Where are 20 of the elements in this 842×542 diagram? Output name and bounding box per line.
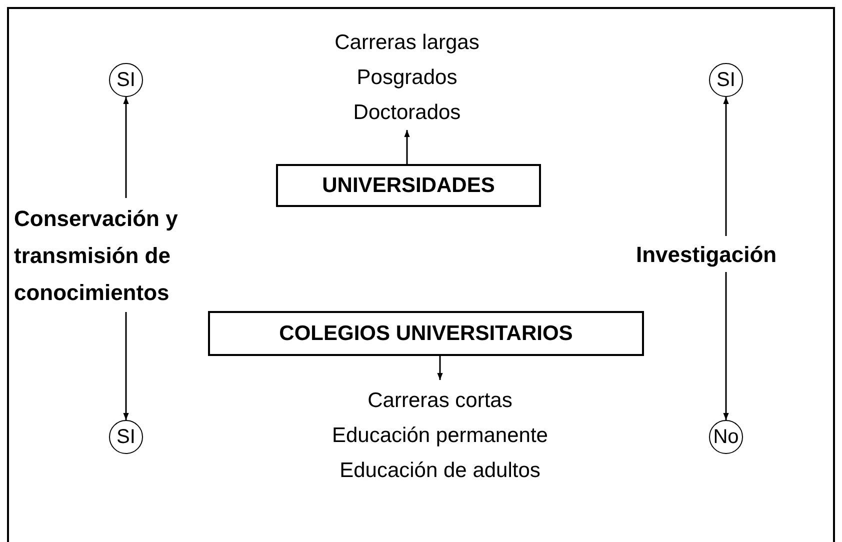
arrow — [123, 97, 129, 198]
heading-text: Conservación y transmisión de conocimientos — [14, 204, 179, 306]
process-box: UNIVERSIDADES — [276, 164, 541, 207]
list-item: Educación de adultos — [340, 458, 540, 484]
arrow — [404, 130, 410, 164]
list-item: Carreras largas — [334, 30, 480, 56]
answer-circle: No — [709, 420, 743, 454]
arrow — [123, 312, 129, 420]
answer-circle: SI — [109, 420, 143, 454]
list-item: Doctorados — [353, 100, 461, 126]
answer-circle: SI — [109, 63, 143, 97]
list-item: Educación permanente — [332, 422, 548, 448]
arrow — [437, 356, 443, 380]
list-item: Posgrados — [356, 65, 458, 91]
heading-text: Investigación — [636, 240, 778, 269]
list-item: Carreras cortas — [368, 388, 512, 414]
process-box: COLEGIOS UNIVERSITARIOS — [208, 311, 644, 356]
arrow — [723, 97, 729, 236]
arrow — [723, 272, 729, 420]
answer-circle: SI — [709, 63, 743, 97]
